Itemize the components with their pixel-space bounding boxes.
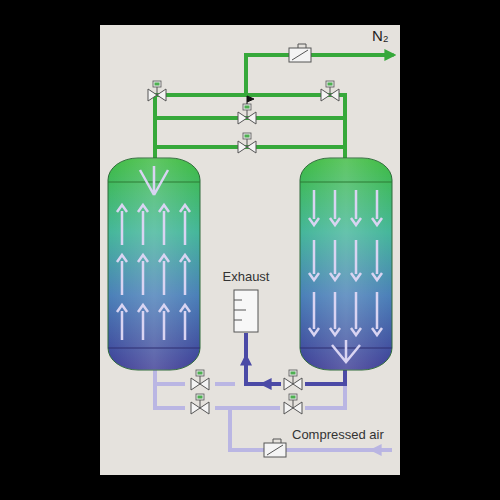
adsorber-right xyxy=(300,158,392,370)
flow-arrow xyxy=(117,205,127,245)
panel xyxy=(100,25,400,475)
flow-arrow xyxy=(159,255,169,295)
flow-arrow xyxy=(180,205,190,245)
flow-arrows xyxy=(117,166,382,362)
valves xyxy=(148,44,339,457)
flow-arrow xyxy=(372,190,382,225)
exhaust-arrows xyxy=(246,356,276,384)
flow-arrow xyxy=(309,292,319,335)
input-label: Compressed air xyxy=(292,428,384,442)
output-label: N₂ xyxy=(372,28,389,45)
flow-arrow xyxy=(351,190,361,225)
flow-arrow xyxy=(330,292,340,335)
flow-arrow xyxy=(117,305,127,340)
flow-arrow xyxy=(138,305,148,340)
flow-arrow xyxy=(159,205,169,245)
air-piping xyxy=(155,368,392,450)
flow-arrow xyxy=(330,190,340,225)
flow-arrow xyxy=(138,255,148,295)
flow-arrow xyxy=(180,255,190,295)
flow-arrow xyxy=(332,340,360,362)
flow-arrow xyxy=(140,166,168,195)
air-arrows xyxy=(372,449,390,452)
flow-arrow xyxy=(351,240,361,280)
nitrogen-piping xyxy=(155,55,385,160)
flow-arrow xyxy=(117,255,127,295)
flow-arrow xyxy=(309,240,319,280)
flow-arrow xyxy=(330,240,340,280)
exhaust-silencer xyxy=(234,290,258,332)
adsorber-left xyxy=(108,158,200,370)
flow-arrow xyxy=(309,190,319,225)
flow-arrow xyxy=(372,292,382,335)
flow-arrow xyxy=(159,305,169,340)
flow-arrow xyxy=(372,240,382,280)
flow-arrow xyxy=(351,292,361,335)
nitrogen-outlet-arrow xyxy=(370,54,394,57)
exhaust-label: Exhaust xyxy=(223,270,270,284)
flow-arrow xyxy=(138,205,148,245)
flow-arrow xyxy=(180,305,190,340)
